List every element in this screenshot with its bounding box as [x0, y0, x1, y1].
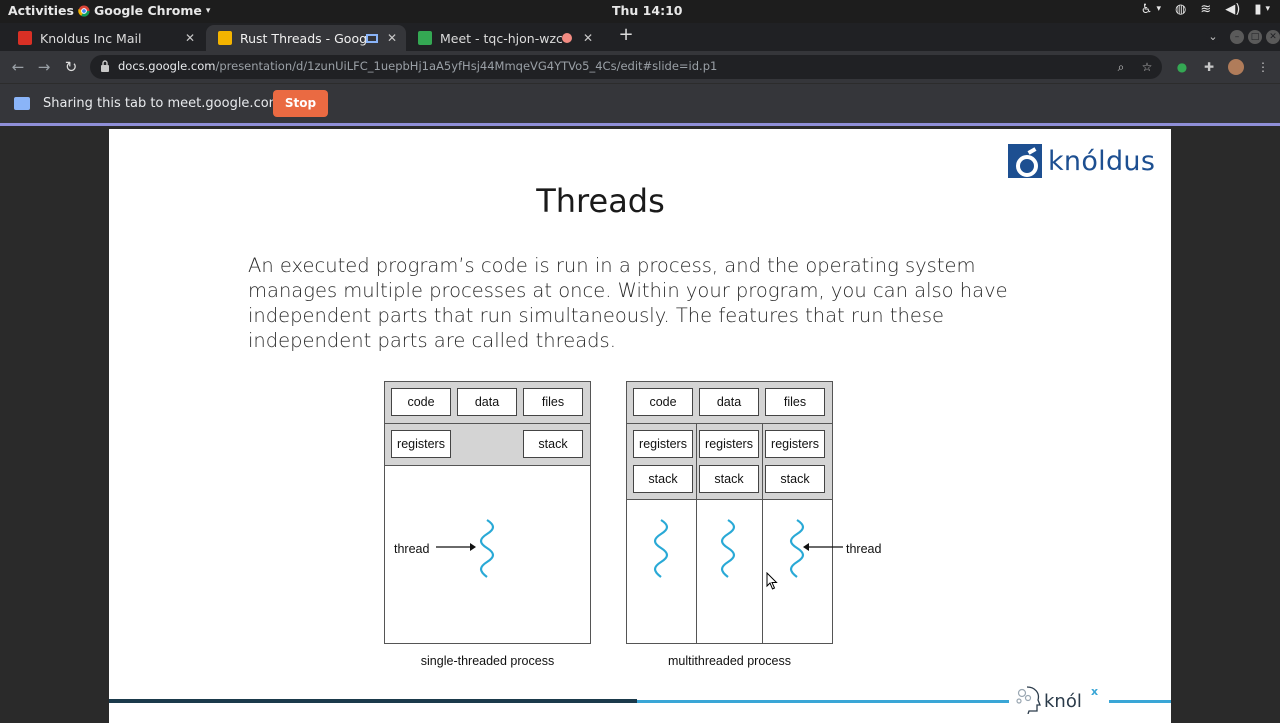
multithreaded-process-diagram: code data files registers registers regi…: [626, 381, 833, 644]
menu-kebab-icon[interactable]: ⋮: [1257, 60, 1269, 74]
tab-sharing-bar: Sharing this tab to meet.google.com Stop: [0, 83, 1280, 123]
files-box: files: [765, 388, 825, 416]
zoom-search-icon[interactable]: ⌕: [1117, 60, 1125, 74]
single-threaded-caption: single-threaded process: [420, 654, 555, 668]
close-icon[interactable]: ✕: [582, 31, 594, 45]
system-tray[interactable]: ♿ ▾ ◍ ≋ ◀) ▮ ▾: [1141, 2, 1270, 17]
registers-box: registers: [699, 430, 759, 458]
stop-sharing-button[interactable]: Stop: [273, 90, 328, 117]
lock-icon: [101, 60, 109, 72]
slide-title: Threads: [536, 182, 665, 220]
footer-bar-dark: [109, 699, 637, 703]
code-box: code: [633, 388, 693, 416]
back-icon[interactable]: ←: [11, 58, 25, 76]
gmail-icon: [18, 31, 32, 45]
thread-squiggle-icon: [479, 519, 495, 578]
close-icon[interactable]: ✕: [184, 31, 196, 45]
registers-box: registers: [633, 430, 693, 458]
code-box: code: [391, 388, 451, 416]
url-path: /presentation/d/1zunUiLFC_1uepbHj1aA5yfH…: [215, 59, 718, 73]
arrow-icon: [803, 543, 843, 551]
knolx-logo-sup: x: [1091, 685, 1099, 698]
tab-title: Meet - tqc-hjon-wzc: [440, 30, 562, 46]
thread-divider: [762, 423, 763, 644]
multithreaded-caption: multithreaded process: [668, 654, 791, 668]
tab-gmail[interactable]: Knoldus Inc Mail ✕: [6, 25, 204, 51]
files-box: files: [523, 388, 583, 416]
arrow-icon: [436, 543, 476, 551]
knoldus-logo-mark: [1008, 144, 1042, 178]
activities-button[interactable]: Activities: [8, 3, 74, 18]
recording-icon: [562, 33, 572, 43]
casting-icon: [366, 33, 378, 43]
knoldus-logo: knóldus: [1008, 143, 1155, 179]
minimize-icon[interactable]: –: [1230, 30, 1244, 44]
browser-toolbar: ← → ↻ docs.google.com/presentation/d/1zu…: [0, 51, 1280, 83]
tab-meet[interactable]: Meet - tqc-hjon-wzc ✕: [406, 25, 602, 51]
meet-icon: [418, 31, 432, 45]
accessibility-icon[interactable]: ♿: [1140, 2, 1153, 17]
close-icon[interactable]: ✕: [386, 31, 398, 45]
stack-box: stack: [765, 465, 825, 493]
sharing-message: Sharing this tab to meet.google.com: [43, 96, 282, 111]
thread-squiggle-icon: [720, 519, 736, 578]
stack-box: stack: [633, 465, 693, 493]
extension-grammarly-icon[interactable]: ●: [1176, 60, 1188, 74]
divider: [627, 423, 832, 424]
os-top-bar: Activities Google Chrome ▾ Thu 14:10 ♿ ▾…: [0, 0, 1280, 23]
reload-icon[interactable]: ↻: [64, 58, 78, 76]
thread-squiggle-icon: [653, 519, 669, 578]
head-gears-icon: [1016, 686, 1041, 714]
screen-share-indicator-icon[interactable]: ◍: [1174, 2, 1187, 17]
data-box: data: [457, 388, 517, 416]
thread-label: thread: [394, 542, 430, 556]
chrome-icon: [78, 5, 90, 17]
thread-label: thread: [846, 542, 882, 556]
thread-divider: [696, 423, 697, 644]
screen-share-icon: [14, 97, 30, 110]
url-text: docs.google.com/presentation/d/1zunUiLFC…: [118, 59, 717, 73]
divider: [385, 423, 590, 424]
forward-icon[interactable]: →: [37, 58, 51, 76]
chevron-down-icon: ▾: [1265, 4, 1270, 14]
footer-bar-light: [637, 700, 1171, 703]
slide-body-text: An executed program’s code is run in a p…: [248, 254, 1008, 352]
data-box: data: [699, 388, 759, 416]
app-menu[interactable]: Google Chrome ▾: [78, 3, 210, 18]
tab-title: Knoldus Inc Mail: [40, 30, 142, 46]
thread-squiggle-icon: [789, 519, 805, 578]
single-threaded-process-diagram: code data files registers stack: [384, 381, 591, 644]
extensions-puzzle-icon[interactable]: ✚: [1203, 60, 1215, 74]
new-tab-icon[interactable]: +: [618, 24, 634, 45]
stack-box: stack: [523, 430, 583, 458]
clock[interactable]: Thu 14:10: [612, 3, 683, 18]
bookmark-star-icon[interactable]: ☆: [1141, 60, 1153, 74]
tab-slides[interactable]: Rust Threads - Google ✕: [206, 25, 406, 51]
slide: knóldus Threads An executed program’s co…: [109, 129, 1171, 723]
close-window-icon[interactable]: ✕: [1266, 30, 1280, 44]
profile-avatar[interactable]: [1228, 59, 1244, 75]
wifi-icon: ≋: [1200, 2, 1212, 17]
app-name: Google Chrome: [94, 3, 202, 18]
mouse-cursor-icon: [766, 572, 778, 590]
chevron-down-icon: ▾: [205, 5, 211, 16]
maximize-icon[interactable]: □: [1248, 30, 1262, 44]
address-bar[interactable]: docs.google.com/presentation/d/1zunUiLFC…: [90, 55, 1162, 79]
knolx-logo: knól x: [1009, 682, 1109, 716]
url-host: docs.google.com: [118, 59, 216, 73]
tab-search-icon[interactable]: ⌄: [1206, 30, 1220, 44]
battery-icon: ▮: [1254, 2, 1262, 17]
presentation-stage: knóldus Threads An executed program’s co…: [0, 123, 1280, 723]
tab-strip: Knoldus Inc Mail ✕ Rust Threads - Google…: [0, 23, 1280, 51]
registers-box: registers: [391, 430, 451, 458]
knoldus-logo-text: knóldus: [1048, 145, 1156, 177]
volume-icon: ◀): [1225, 2, 1241, 17]
chevron-down-icon: ▾: [1156, 4, 1161, 14]
slides-icon: [218, 31, 232, 45]
registers-box: registers: [765, 430, 825, 458]
stack-box: stack: [699, 465, 759, 493]
knolx-logo-text: knól: [1044, 691, 1082, 712]
tab-title: Rust Threads - Google: [240, 30, 366, 46]
